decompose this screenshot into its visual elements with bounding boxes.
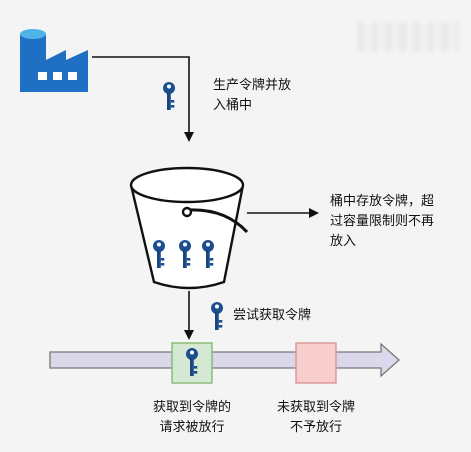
denied-request-box (295, 342, 337, 384)
timeline-arrow (49, 342, 400, 378)
key-icon (163, 82, 175, 110)
try-label: 尝试获取令牌 (233, 308, 312, 323)
bucket-icon (129, 166, 249, 290)
denied-label: 未获取到令牌 不予放行 (276, 400, 355, 435)
produce-label: 生产令牌并放 入桶中 (213, 78, 292, 113)
bucket-note-label: 桶中存放令牌，超 过容量限制则不再 放入 (330, 194, 435, 249)
allowed-label: 获取到令牌的 请求被放行 (152, 400, 231, 435)
blurred-watermark (357, 22, 459, 52)
key-icon (211, 302, 223, 330)
produce-arrow (92, 56, 194, 142)
factory-icon (20, 29, 88, 92)
